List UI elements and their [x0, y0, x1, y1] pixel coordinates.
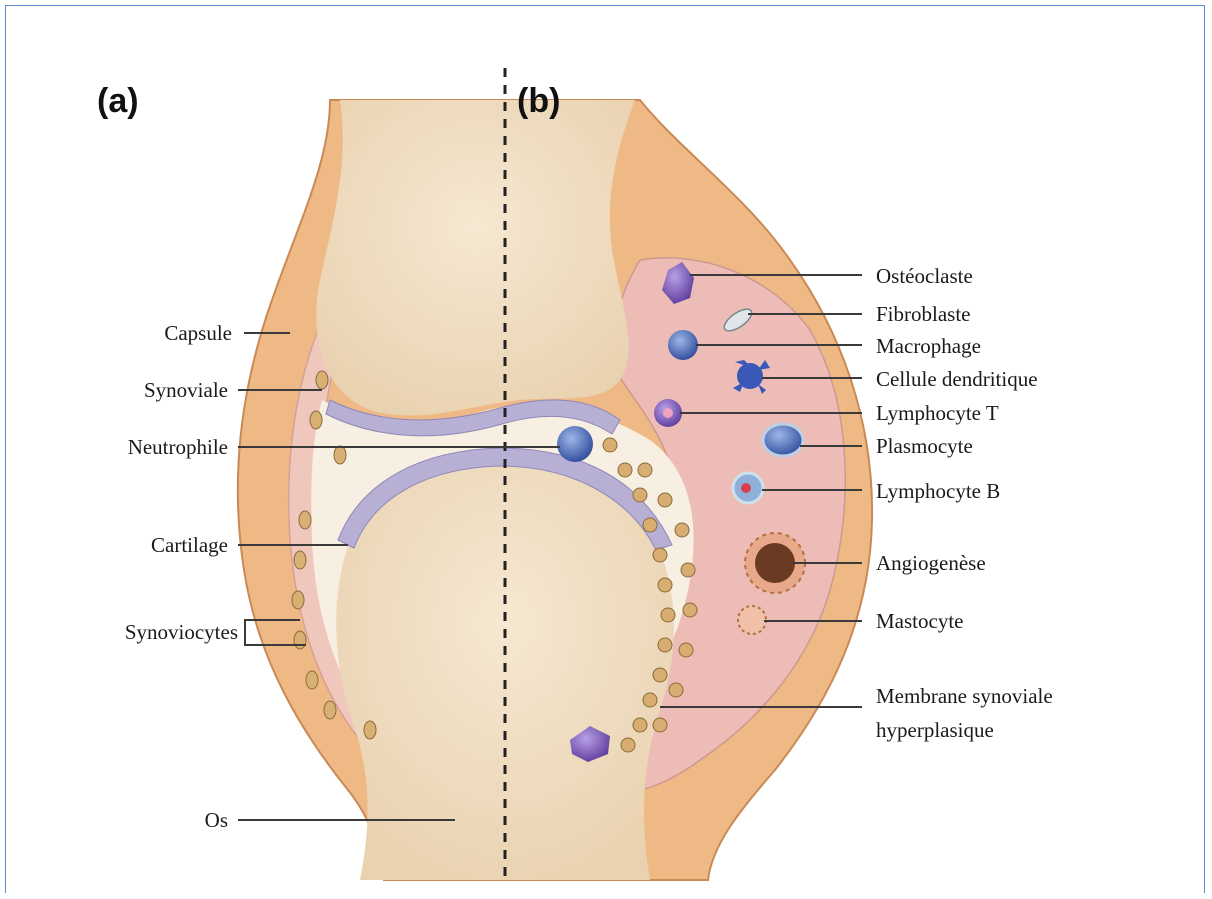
panel-a-label: (a) — [97, 82, 139, 120]
label-synoviocytes: Synoviocytes — [125, 620, 238, 644]
neutrophil-cell — [557, 426, 593, 462]
panel-b-label: (b) — [517, 82, 560, 120]
label-neutrophile: Neutrophile — [128, 435, 228, 459]
label-lymphocyte-b: Lymphocyte B — [876, 479, 1000, 503]
macrophage-cell — [668, 330, 698, 360]
label-angiogenese: Angiogenèse — [876, 551, 986, 575]
label-osteoclaste: Ostéoclaste — [876, 264, 973, 288]
label-cellule-dendritique: Cellule dendritique — [876, 367, 1038, 391]
label-membrane-line1: Membrane synoviale — [876, 684, 1053, 708]
label-plasmocyte: Plasmocyte — [876, 434, 973, 458]
label-macrophage: Macrophage — [876, 334, 981, 358]
angiogenesis-vessel — [755, 543, 795, 583]
label-synoviale: Synoviale — [144, 378, 228, 402]
label-membrane-line2: hyperplasique — [876, 718, 994, 742]
label-os: Os — [205, 808, 228, 832]
label-capsule: Capsule — [164, 321, 232, 345]
label-mastocyte: Mastocyte — [876, 609, 963, 633]
b-lymphocyte-nucleus — [741, 483, 751, 493]
label-fibroblaste: Fibroblaste — [876, 302, 971, 326]
upper-bone — [316, 100, 635, 415]
label-lymphocyte-t: Lymphocyte T — [876, 401, 999, 425]
t-lymphocyte-nucleus — [663, 408, 673, 418]
label-cartilage: Cartilage — [151, 533, 228, 557]
mastocyte-cell — [738, 606, 766, 634]
plasmocyte-cell — [763, 424, 803, 456]
